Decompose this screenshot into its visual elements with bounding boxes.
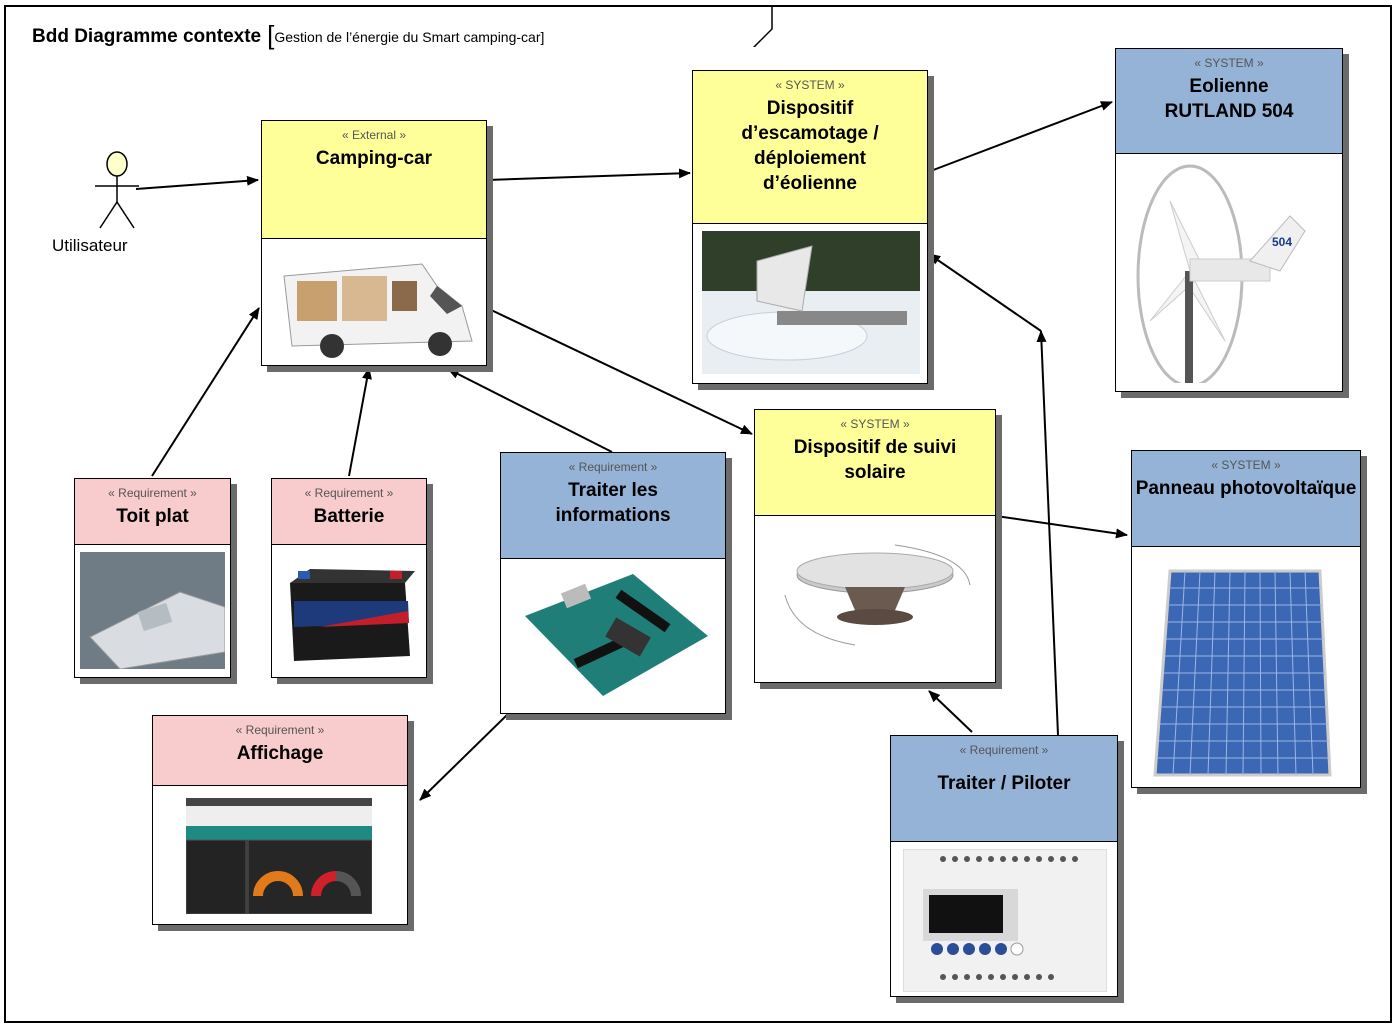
block-header: « SYSTEM » Dispositif d’escamotage / dép… [693, 71, 927, 224]
stereotype: « SYSTEM » [1194, 56, 1264, 70]
automate-image [903, 849, 1107, 992]
toit-plat-image [80, 552, 225, 669]
camping-car-image [283, 263, 473, 358]
title-bracket: [ [267, 20, 275, 50]
block-name: Panneau photovoltaïque [1135, 478, 1357, 499]
escamotage-image [702, 231, 920, 374]
conn-traiter-affichage [419, 711, 511, 801]
user-actor-icon [95, 151, 139, 229]
block-name: Traiter les informations [555, 480, 671, 526]
arduino-image [525, 574, 708, 696]
conn-suivi-panneau [995, 515, 1128, 539]
conn-user-campingcar [135, 175, 259, 190]
block-name: Affichage [236, 743, 324, 764]
stereotype: « External » [341, 128, 407, 142]
stereotype: « SYSTEM » [775, 78, 845, 92]
block-eolienne[interactable]: « SYSTEM » Eolienne RUTLAND 504 504 [1115, 48, 1343, 392]
block-name: Traiter / Piloter [937, 773, 1071, 794]
stereotype: « Requirement » [108, 486, 197, 500]
conn-campingcar-escamotage [486, 168, 691, 181]
title-subject: Gestion de l’énergie du Smart camping-ca… [274, 29, 545, 45]
stereotype: « Requirement » [568, 460, 658, 474]
title-bold: Bdd Diagramme contexte [32, 26, 262, 47]
block-suivi-solaire[interactable]: « SYSTEM » Dispositif de suivi solaire [754, 409, 996, 683]
block-header: « SYSTEM » Panneau photovoltaïque [1132, 451, 1360, 547]
conn-toit-campingcar [151, 307, 260, 477]
block-name: Camping-car [315, 148, 433, 169]
block-header: « SYSTEM » Eolienne RUTLAND 504 [1116, 49, 1342, 154]
stereotype: « SYSTEM » [840, 417, 910, 431]
block-header: « Requirement » Batterie [272, 479, 426, 545]
affichage-image [186, 798, 372, 914]
actor-label: Utilisateur [52, 236, 128, 255]
block-header: « Requirement » Affichage [153, 716, 407, 786]
block-header: « SYSTEM » Dispositif de suivi solaire [755, 410, 995, 516]
title-tab [752, 5, 773, 47]
batterie-image [290, 569, 415, 661]
block-name: Dispositif de suivi solaire [793, 437, 957, 483]
eolienne-image: 504 [1136, 164, 1306, 383]
conn-piloter-suivi [928, 690, 973, 733]
block-batterie[interactable]: « Requirement » Batterie [271, 478, 427, 678]
block-header: « Requirement » Traiter les informations [501, 453, 725, 559]
conn-batterie-campingcar [348, 367, 372, 477]
eolienne-image-text: 504 [1272, 235, 1292, 249]
block-header: « Requirement » Traiter / Piloter [891, 736, 1117, 842]
block-affichage[interactable]: « Requirement » Affichage [152, 715, 408, 925]
block-toit-plat[interactable]: « Requirement » Toit plat [74, 478, 231, 678]
conn-campingcar-suivi [486, 307, 753, 435]
stereotype: « Requirement » [304, 486, 394, 500]
block-traiter-piloter[interactable]: « Requirement » Traiter / Piloter [890, 735, 1118, 997]
block-name: Batterie [313, 506, 385, 527]
conn-piloter-up [1036, 330, 1059, 736]
block-escamotage[interactable]: « SYSTEM » Dispositif d’escamotage / dép… [692, 70, 928, 384]
block-name: Toit plat [116, 506, 189, 527]
stereotype: « SYSTEM » [1211, 458, 1281, 472]
block-name: Dispositif d’escamotage / déploiement d’… [741, 98, 879, 194]
block-camping-car[interactable]: « External » Camping-car [261, 120, 487, 366]
diagram-title: Bdd Diagramme contexte[Gestion de l’éner… [32, 20, 544, 51]
suivi-solaire-image [784, 544, 971, 646]
block-panneau[interactable]: « SYSTEM » Panneau photovoltaïque [1131, 450, 1361, 788]
conn-escamotage-eolienne [927, 101, 1113, 173]
block-header: « Requirement » Toit plat [75, 479, 230, 545]
block-name: Eolienne RUTLAND 504 [1164, 76, 1294, 122]
conn-up-escamotage [928, 253, 1042, 332]
block-header: « External » Camping-car [262, 121, 486, 239]
stereotype: « Requirement » [959, 743, 1049, 757]
block-traiter-informations[interactable]: « Requirement » Traiter les informations [500, 452, 726, 714]
conn-traiter-campingcar [447, 368, 613, 453]
panneau-image [1153, 569, 1332, 777]
stereotype: « Requirement » [235, 723, 325, 737]
